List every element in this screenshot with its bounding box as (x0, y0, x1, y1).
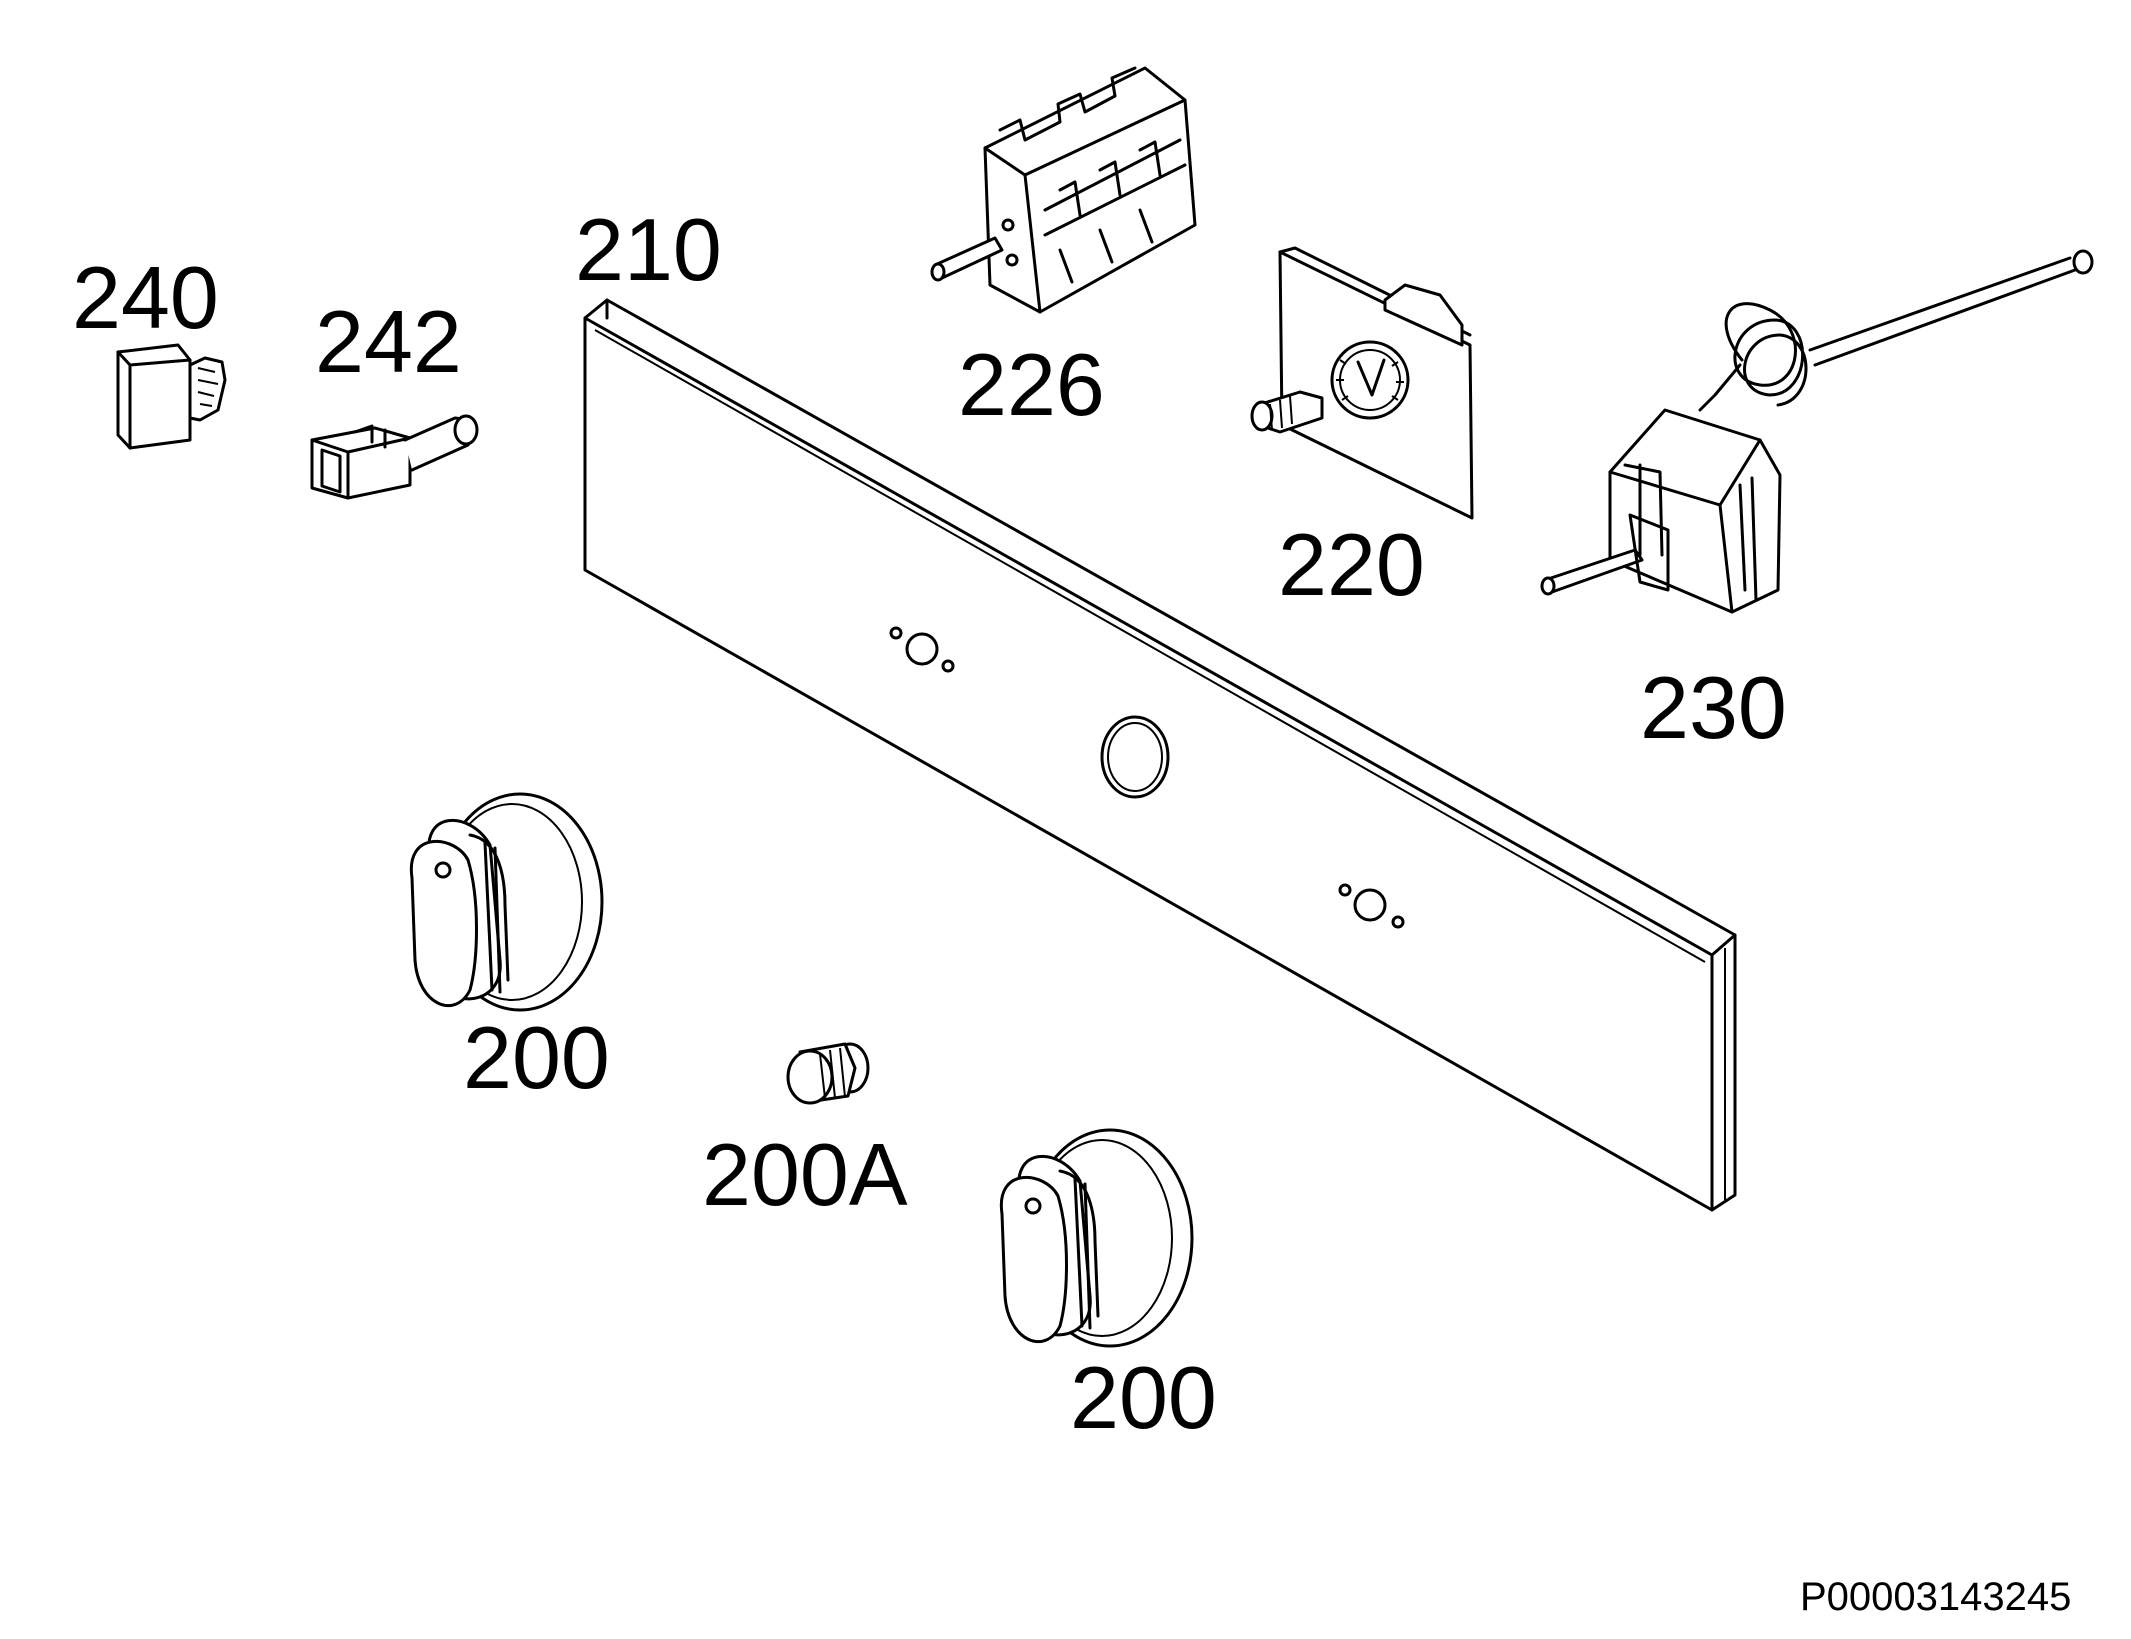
label-220: 220 (1278, 515, 1425, 614)
label-230: 230 (1640, 658, 1787, 757)
panel-hole-center (1100, 715, 1170, 799)
label-200-right: 200 (1070, 1348, 1217, 1447)
label-200-left: 200 (463, 1008, 610, 1107)
panel-hole-left (889, 626, 955, 673)
part-200A-small-knob[interactable] (786, 1042, 870, 1105)
part-240-lamp-cover[interactable] (116, 343, 227, 450)
label-226: 226 (958, 335, 1105, 434)
label-200A: 200A (702, 1125, 908, 1224)
part-200-knob-right[interactable] (999, 1128, 1194, 1348)
diagram-reference-code: P00003143245 (1800, 1575, 2071, 1619)
part-230-thermostat[interactable] (1540, 249, 2094, 614)
part-242-connector[interactable] (310, 414, 479, 500)
label-210: 210 (575, 200, 722, 299)
part-200-knob-left[interactable] (409, 792, 604, 1012)
part-220-timer[interactable] (1250, 246, 1474, 520)
label-242: 242 (315, 292, 462, 391)
part-210-control-panel[interactable] (583, 298, 1737, 1212)
part-226-selector-switch[interactable] (930, 66, 1197, 314)
panel-hole-right (1338, 883, 1405, 929)
label-240: 240 (72, 248, 219, 347)
